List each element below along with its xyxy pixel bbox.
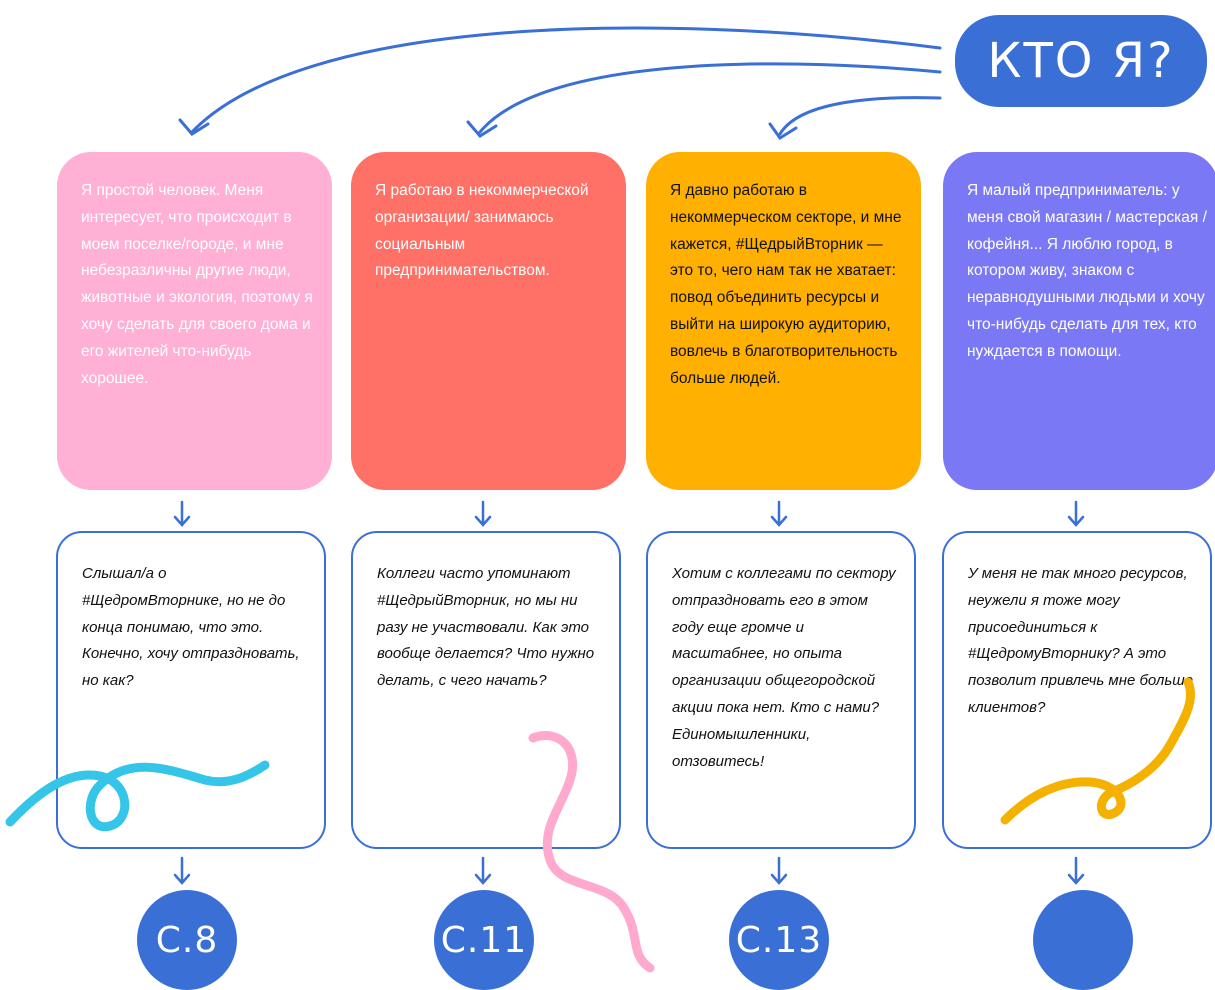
- page-number: С.13: [735, 919, 823, 961]
- down-arrow-icon: [173, 856, 191, 885]
- question-text: Слышал/а о #ЩедромВторнике, но не до кон…: [82, 565, 300, 690]
- page-number: С.8: [155, 919, 219, 961]
- role-card-1: Я простой человек. Меня интересует, что …: [57, 152, 332, 490]
- down-arrow-icon: [1067, 856, 1085, 885]
- arrow-to-card-2-head: [466, 120, 498, 138]
- title-pill: КТО Я?: [955, 15, 1207, 107]
- question-box-3: Хотим с коллегами по сектору отпразднова…: [646, 531, 916, 849]
- role-card-4: Я малый предприниматель: у меня свой маг…: [943, 152, 1215, 490]
- down-arrow-icon: [474, 856, 492, 885]
- arrow-to-card-3-head: [768, 122, 798, 141]
- arrow-to-card-1-head: [178, 118, 210, 136]
- role-card-2: Я работаю в некоммерческой организации/ …: [351, 152, 626, 490]
- page-link-2[interactable]: С.11: [434, 890, 534, 990]
- page-link-3[interactable]: С.13: [729, 890, 829, 990]
- down-arrow-icon: [1067, 500, 1085, 527]
- question-box-2: Коллеги часто упоминают #ЩедрыйВторник, …: [351, 531, 621, 849]
- down-arrow-icon: [770, 856, 788, 885]
- down-arrow-icon: [474, 500, 492, 527]
- role-card-3: Я давно работаю в некоммерческом секторе…: [646, 152, 921, 490]
- page-title: КТО Я?: [987, 33, 1175, 89]
- arrow-to-card-1: [190, 26, 942, 134]
- role-text: Я давно работаю в некоммерческом секторе…: [670, 182, 902, 387]
- down-arrow-icon: [173, 500, 191, 527]
- down-arrow-icon: [770, 500, 788, 527]
- role-text: Я малый предприниматель: у меня свой маг…: [967, 182, 1207, 360]
- question-box-1: Слышал/а о #ЩедромВторнике, но не до кон…: [56, 531, 326, 849]
- arrow-to-card-3: [778, 96, 942, 136]
- question-text: Коллеги часто упоминают #ЩедрыйВторник, …: [377, 565, 595, 690]
- role-text: Я простой человек. Меня интересует, что …: [81, 182, 313, 387]
- arrow-to-card-2: [478, 62, 942, 134]
- question-text: У меня не так много ресурсов, неужели я …: [968, 565, 1194, 716]
- question-box-4: У меня не так много ресурсов, неужели я …: [942, 531, 1212, 849]
- question-text: Хотим с коллегами по сектору отпразднова…: [672, 565, 896, 770]
- page-number: С.11: [440, 919, 528, 961]
- page-link-1[interactable]: С.8: [137, 890, 237, 990]
- page-link-4[interactable]: [1033, 890, 1133, 990]
- role-text: Я работаю в некоммерческой организации/ …: [375, 182, 589, 280]
